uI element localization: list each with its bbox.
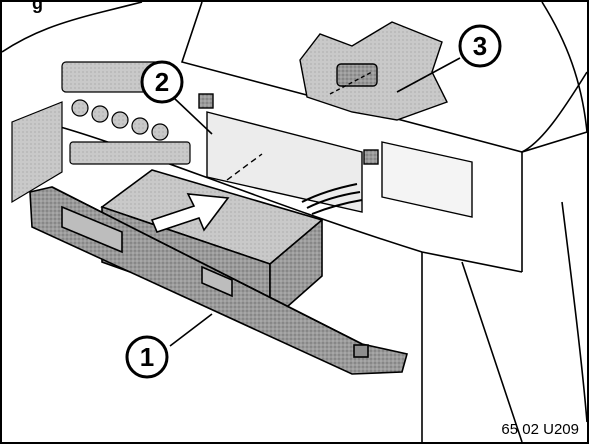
callout-2: 2 <box>140 60 184 104</box>
leader-line-2 <box>226 153 263 181</box>
callout-2-label: 2 <box>155 67 169 97</box>
figure-id: 65 02 U209 <box>501 421 579 438</box>
part-1-trim-strip <box>29 186 408 375</box>
caption-fragment: g <box>32 0 43 13</box>
callout-1: 1 <box>125 335 169 379</box>
callout-3-label: 3 <box>473 31 487 61</box>
arrow-icon <box>150 193 230 233</box>
radio-slot-opening <box>198 93 473 218</box>
callout-1-label: 1 <box>140 342 154 372</box>
console-controls <box>11 61 191 204</box>
wiring-harness <box>301 183 363 215</box>
callout-leaders <box>169 57 461 347</box>
part-3-connector <box>299 21 448 121</box>
callout-3: 3 <box>458 24 502 68</box>
